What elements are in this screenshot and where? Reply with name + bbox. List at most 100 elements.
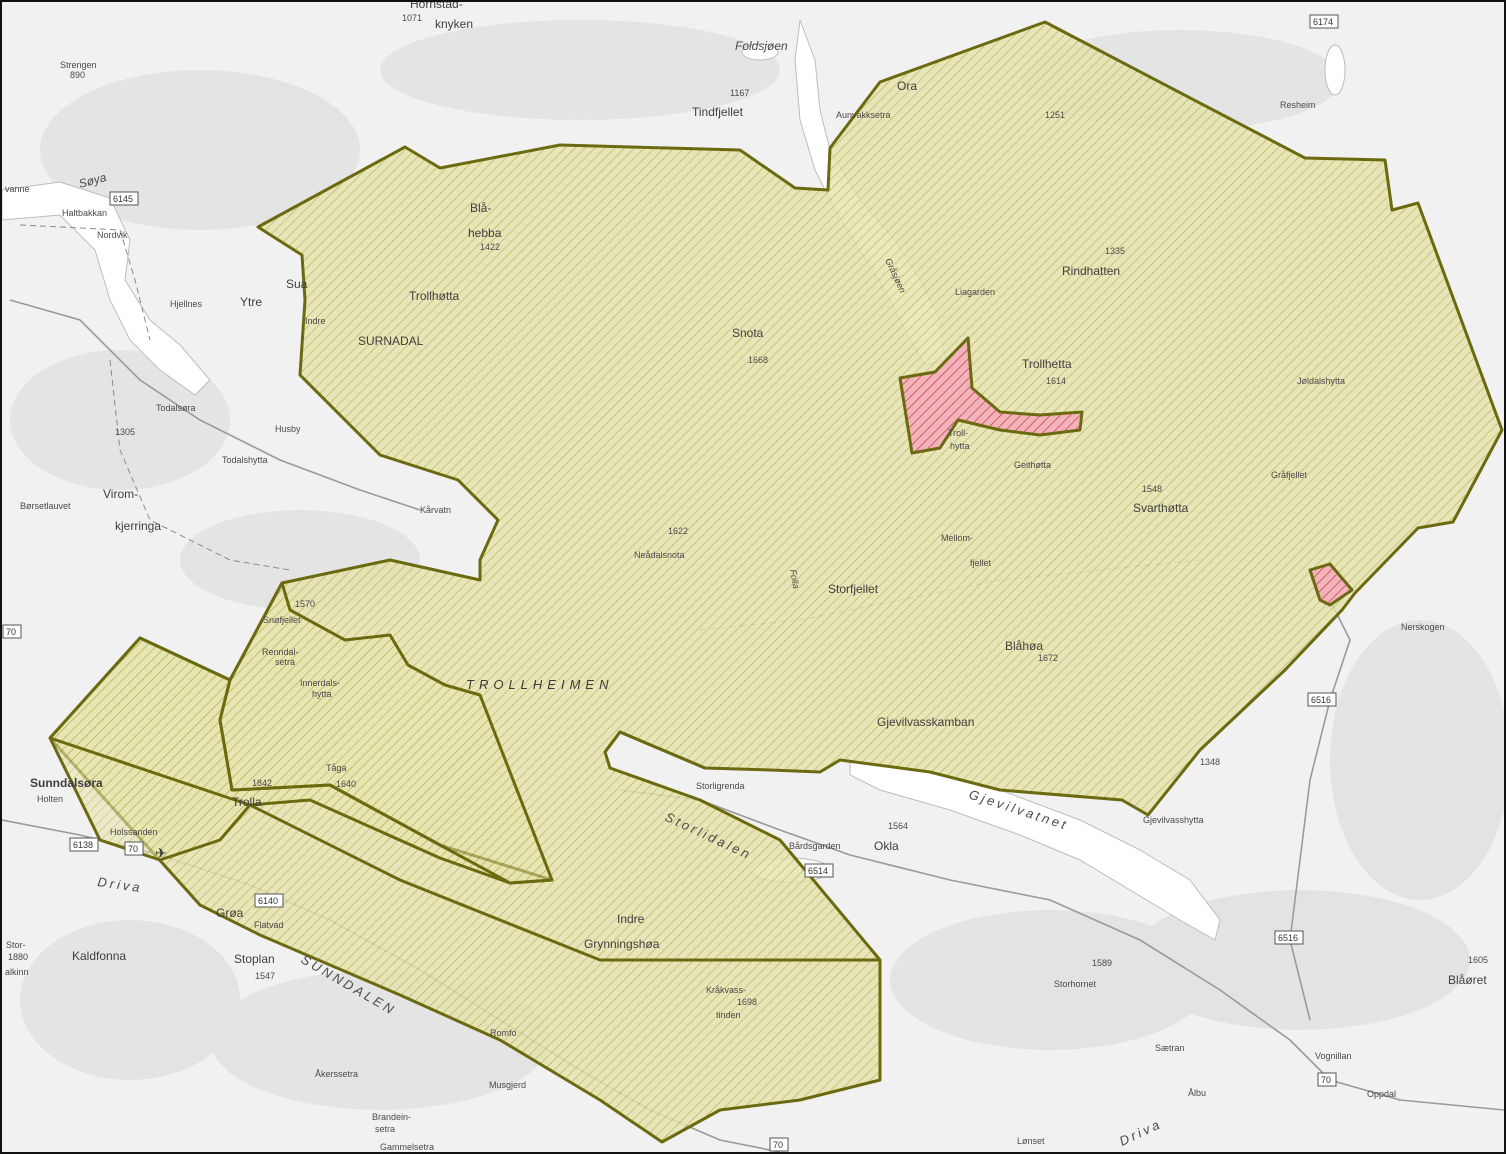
label-nerskogen: Nerskogen (1401, 622, 1445, 632)
label-innerdals: Innerdals- (300, 678, 340, 688)
fjord-surnadal (2, 181, 211, 396)
label-resheim: Resheim (1280, 100, 1316, 110)
label-hebba: hebba (468, 226, 502, 240)
label-sunndalsora: Sunndalsøra (30, 776, 103, 790)
label-blahoa: Blåhøa (1005, 639, 1043, 653)
label-lonset: Lønset (1017, 1136, 1045, 1146)
label-trollheimshytta-2: hytta (950, 441, 970, 451)
label-todalsora: Todalsøra (156, 403, 196, 413)
label-rindhatten: Rindhatten (1062, 264, 1120, 278)
svg-text:70: 70 (773, 1140, 783, 1150)
label-alt-1422: 1422 (480, 242, 500, 252)
road-sign-70-a: 70 (124, 841, 144, 856)
label-joldalshytta: Jøldalshytta (1297, 376, 1345, 386)
label-kjerringa: kjerringa (115, 519, 161, 533)
label-setra: setra (275, 657, 295, 667)
label-nordvik: Nordvik (97, 230, 128, 240)
label-borsetlauvet: Børsetlauvet (20, 501, 71, 511)
svg-text:70: 70 (128, 844, 138, 854)
protected-area-innerdalen[interactable] (218, 581, 554, 885)
label-snota: Snota (732, 326, 764, 340)
road-sign-6516-a: 6516 (1307, 692, 1337, 707)
label-surnadal: SURNADAL (358, 334, 424, 348)
road-west (9, 299, 421, 511)
label-trollheimen: TROLLHEIMEN (466, 677, 613, 692)
label-alt-1547: 1547 (255, 971, 275, 981)
label-alt-1622: 1622 (668, 526, 688, 536)
road-sign-70-b: 70 (1317, 1072, 1337, 1087)
label-holten: Holten (37, 794, 63, 804)
label-bla: Blå- (470, 201, 491, 215)
label-alt-1842: 1842 (252, 778, 272, 788)
road-sign-70-west: 70 (2, 624, 22, 639)
label-gammelsetra: Gammelsetra (380, 1142, 434, 1152)
svg-text:70: 70 (1321, 1075, 1331, 1085)
road-sign-6516-b: 6516 (1274, 930, 1304, 945)
label-flatvad: Flatvad (254, 920, 284, 930)
label-mellom: Mellom- (941, 533, 973, 543)
svg-text:6138: 6138 (73, 840, 93, 850)
label-blaoret: Blåøret (1448, 973, 1487, 987)
label-gjevilvasskamban: Gjevilvasskamban (877, 715, 974, 729)
label-aunvakksetra: Aunvakksetra (836, 110, 891, 120)
road-sign-6140: 6140 (254, 893, 284, 908)
label-storhornet: Storhornet (1054, 979, 1097, 989)
road-sign-6174: 6174 (1309, 14, 1339, 29)
special-zones[interactable] (898, 336, 1354, 607)
protected-area-south[interactable] (49, 730, 880, 962)
label-alt-1348: 1348 (1200, 757, 1220, 767)
label-stor: Stor- (6, 940, 26, 950)
label-storfjellet: Storfjellet (828, 582, 879, 596)
label-liagarden: Liagarden (955, 287, 995, 297)
label-todalshytta: Todalshytta (222, 455, 268, 465)
label-alt-1880: 1880 (8, 952, 28, 962)
label-alt-1672: 1672 (1038, 653, 1058, 663)
lake-resheim (1324, 44, 1346, 96)
svg-text:70: 70 (6, 627, 16, 637)
label-karvatn: Kårvatn (420, 505, 451, 515)
label-vognillan: Vognillan (1315, 1051, 1352, 1061)
label-ora: Ora (897, 79, 917, 93)
svg-text:6516: 6516 (1278, 933, 1298, 943)
label-romfo: Romfo (490, 1028, 517, 1038)
label-holssanden: Holssanden (110, 827, 158, 837)
label-brandein: Brandein- (372, 1112, 411, 1122)
label-hornstad: Hornstad- (410, 2, 463, 11)
label-bardsgarden: Bårdsgarden (789, 841, 841, 851)
protected-areas[interactable] (48, 20, 1504, 1144)
label-virom: Virom- (103, 487, 138, 501)
label-strengen: Strengen (60, 60, 97, 70)
label-alt-1071: 1071 (402, 13, 422, 23)
label-okla: Okla (874, 839, 899, 853)
label-grynningshoa: Grynningshøa (584, 937, 660, 951)
label-trolla: Trolla (232, 795, 262, 809)
label-folla: Folla (788, 569, 801, 590)
label-driva-west: Driva (97, 874, 144, 895)
label-alt-1305: 1305 (115, 427, 135, 437)
label-taga: Tåga (326, 763, 347, 773)
road-storlidalen (619, 789, 1504, 1111)
road-sign-6514: 6514 (804, 863, 834, 878)
label-gjevilvasshytta: Gjevilvasshytta (1143, 815, 1204, 825)
road-signs: 6174 6145 70 6516 6138 70 6140 6514 6516… (2, 14, 1339, 1152)
label-alt-1614: 1614 (1046, 376, 1066, 386)
special-zone-trollheimshytta[interactable] (898, 336, 1084, 455)
label-alt-1335: 1335 (1105, 246, 1125, 256)
special-zone-east[interactable] (1308, 562, 1354, 607)
label-alt-1564: 1564 (888, 821, 908, 831)
svg-text:6145: 6145 (113, 194, 133, 204)
label-alt-1698: 1698 (737, 997, 757, 1007)
label-indre-west: Indre (305, 316, 326, 326)
label-husby: Husby (275, 424, 301, 434)
label-alt-1589: 1589 (1092, 958, 1112, 968)
lake-gjevilvatnet (849, 761, 1221, 941)
label-trollhotta: Trollhøtta (409, 289, 460, 303)
airport-icon: ✈ (155, 846, 167, 862)
label-groa: Grøa (216, 906, 244, 920)
label-trollheimshytta-1: Troll- (948, 428, 968, 438)
label-albu: Ålbu (1188, 1088, 1206, 1098)
label-alt-1570: 1570 (295, 599, 315, 609)
label-alt-1605: 1605 (1468, 955, 1488, 965)
